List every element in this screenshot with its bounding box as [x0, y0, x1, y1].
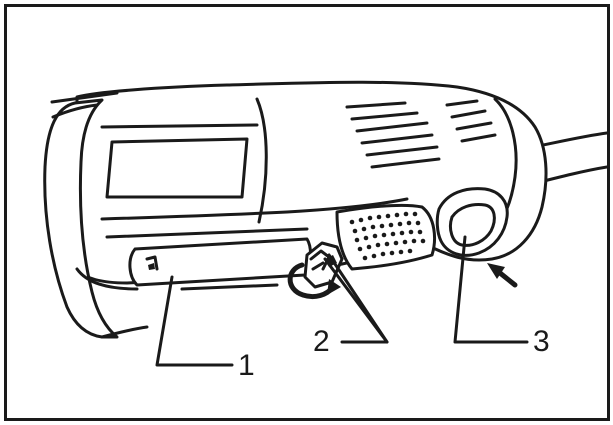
- figure-frame: 1 2 3: [4, 4, 610, 421]
- callout-3: 3: [533, 325, 550, 358]
- leader-lines: [155, 235, 529, 367]
- release-button: [435, 187, 518, 288]
- lock-off-lever: [287, 241, 344, 300]
- vent-grille: [335, 203, 436, 271]
- vent-slots: [345, 99, 497, 169]
- callout-1: 1: [238, 349, 255, 382]
- front-cap: [43, 91, 149, 339]
- callout-2: 2: [313, 325, 330, 358]
- tool-illustration: [43, 80, 607, 367]
